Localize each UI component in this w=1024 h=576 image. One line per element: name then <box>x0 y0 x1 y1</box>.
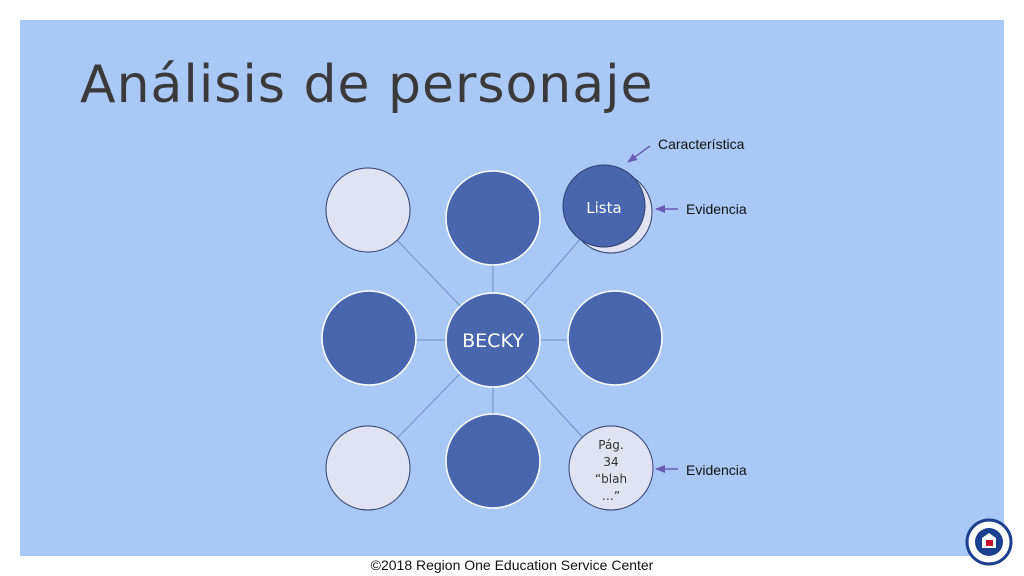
label-evidencia-bottom: Evidencia <box>686 462 747 478</box>
circle-top-empty <box>445 170 541 266</box>
region-one-logo <box>965 518 1013 566</box>
evidence-line-4: …” <box>602 489 620 503</box>
circle-lista <box>562 164 646 248</box>
evidence-line-2: 34 <box>603 455 618 469</box>
circle-bottom-left-empty <box>325 425 411 511</box>
circle-center <box>445 292 541 388</box>
circle-right-empty <box>567 290 663 386</box>
circle-left-empty <box>321 290 417 386</box>
label-caracteristica: Característica <box>658 136 745 152</box>
circle-evidence <box>568 425 654 511</box>
evidence-line-1: Pág. <box>598 438 623 452</box>
circle-bottom-empty <box>445 413 541 509</box>
lista-label: Lista <box>586 199 621 217</box>
slide-title: Análisis de personaje <box>80 55 654 115</box>
circle-top-left-empty <box>325 167 411 253</box>
evidence-line-3: “blah <box>595 472 627 486</box>
arrow-caracteristica <box>627 145 651 163</box>
center-label: BECKY <box>462 330 524 352</box>
footer-copyright: ©2018 Region One Education Service Cente… <box>370 557 654 573</box>
label-evidencia-top: Evidencia <box>686 201 747 217</box>
